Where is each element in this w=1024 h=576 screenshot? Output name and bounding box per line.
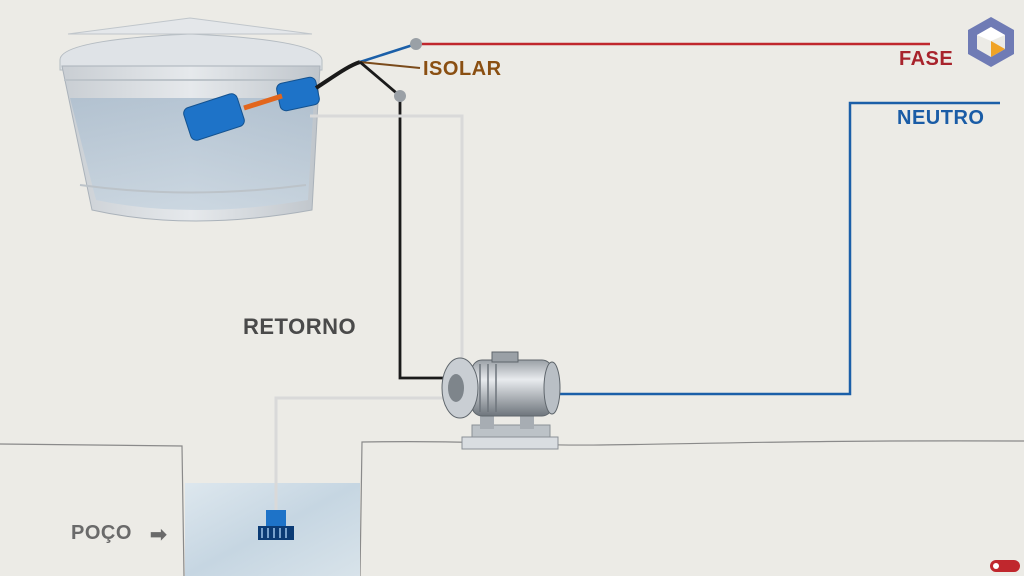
motor-pump: [441, 351, 561, 450]
neutro-label: NEUTRO: [897, 107, 985, 129]
fase-wire-tail: [359, 42, 417, 64]
neutro-wire: [560, 101, 1000, 396]
fase-label: FASE: [899, 48, 954, 70]
retorno-label: RETORNO: [243, 314, 357, 339]
recording-badge-icon: [990, 560, 1020, 572]
retorno-terminal: [394, 90, 406, 102]
motor-feed-wire: [310, 114, 464, 362]
cube-logo-icon: [968, 17, 1014, 67]
isolar-wire: [359, 61, 421, 69]
poco-label: POÇO: [71, 522, 132, 544]
isolar-label: ISOLAR: [423, 58, 502, 80]
fase-terminal: [410, 38, 422, 50]
float-switch: [183, 60, 361, 141]
ground-line: [0, 440, 1024, 576]
retorno-wire: [359, 60, 452, 380]
pump-suction-wire: [274, 396, 454, 512]
foot-valve: [258, 510, 294, 540]
poco-arrow-icon: ➡: [150, 524, 167, 546]
